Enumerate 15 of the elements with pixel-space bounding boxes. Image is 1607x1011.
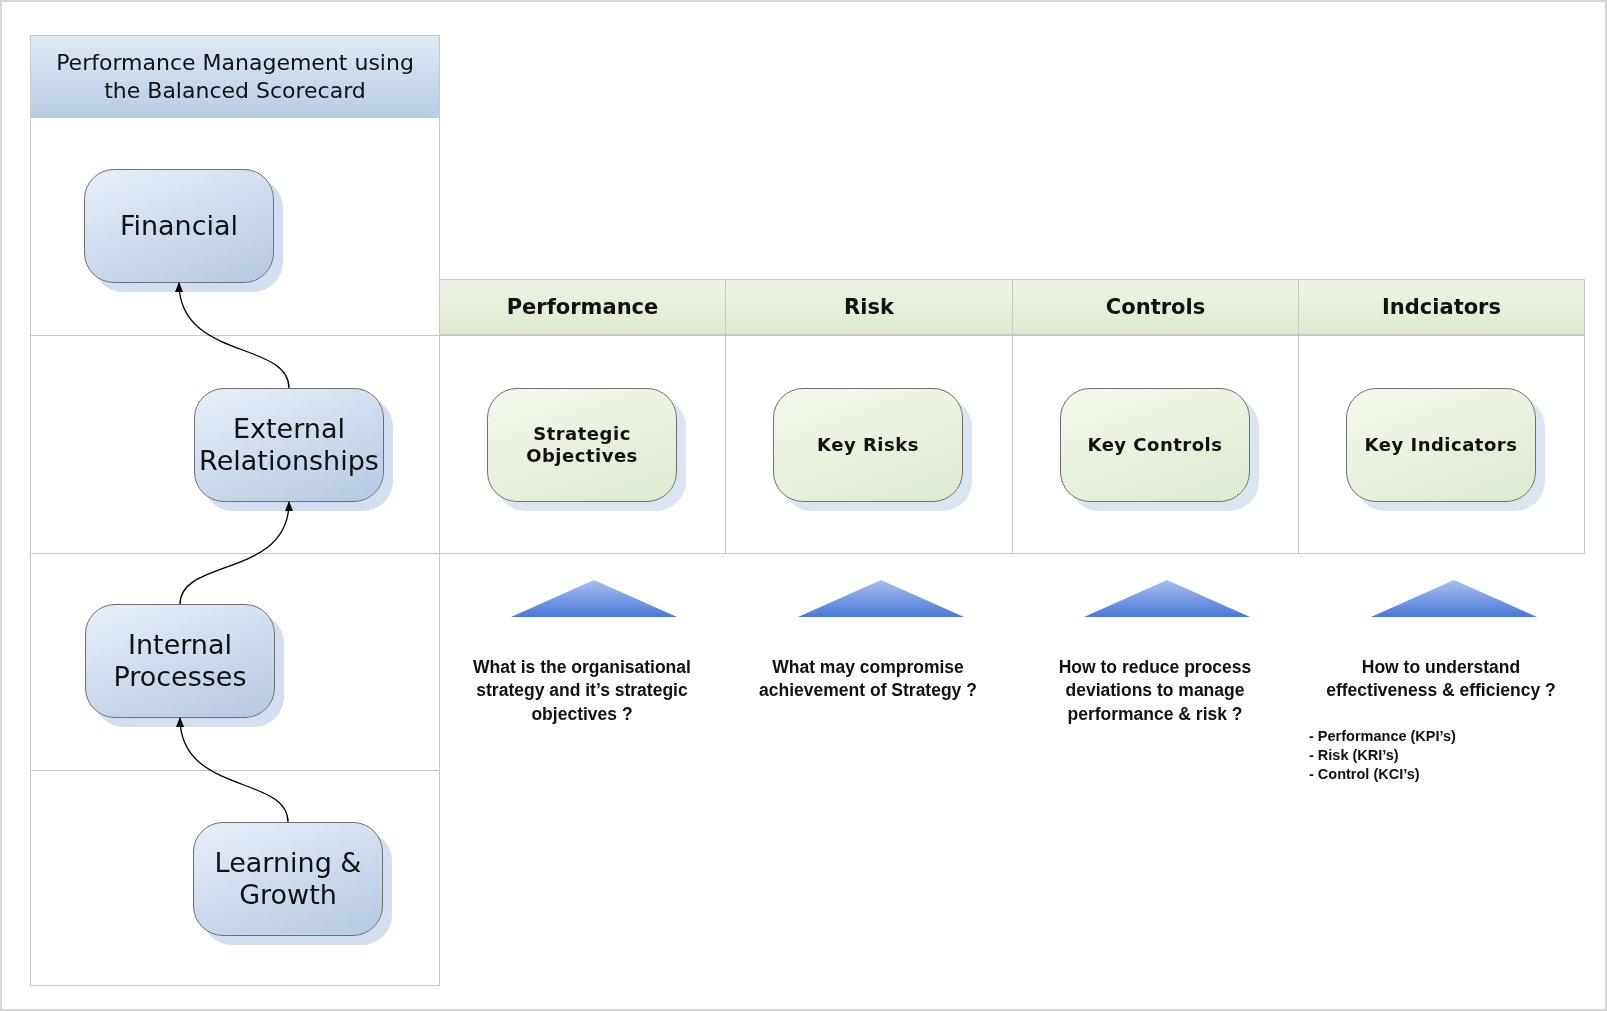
header-band: Performance [439,279,726,335]
question-text: How to understand effectiveness & efficiency ? [1325,656,1557,703]
curved-arrow [176,282,290,389]
curved-arrow [179,501,292,605]
bullet-item: - Risk (KRI’s) [1309,747,1399,765]
question-text: What may compromise achievement of Strategy ? [758,656,978,703]
bullet-item: - Performance (KPI’s) [1309,728,1456,746]
bullet-item: - Control (KCI’s) [1309,766,1420,784]
header-band: Performance Management using the Balanced Scorecard [30,35,440,118]
header-band: Indciators [1298,279,1585,335]
question-text: What is the organisational strategy and it’s strategic objectives ? [472,656,692,726]
question-text: How to reduce process deviations to manage performance & risk ? [1057,656,1253,726]
header-band: Risk [725,279,1013,335]
curved-arrow [177,717,289,823]
header-band: Controls [1012,279,1299,335]
